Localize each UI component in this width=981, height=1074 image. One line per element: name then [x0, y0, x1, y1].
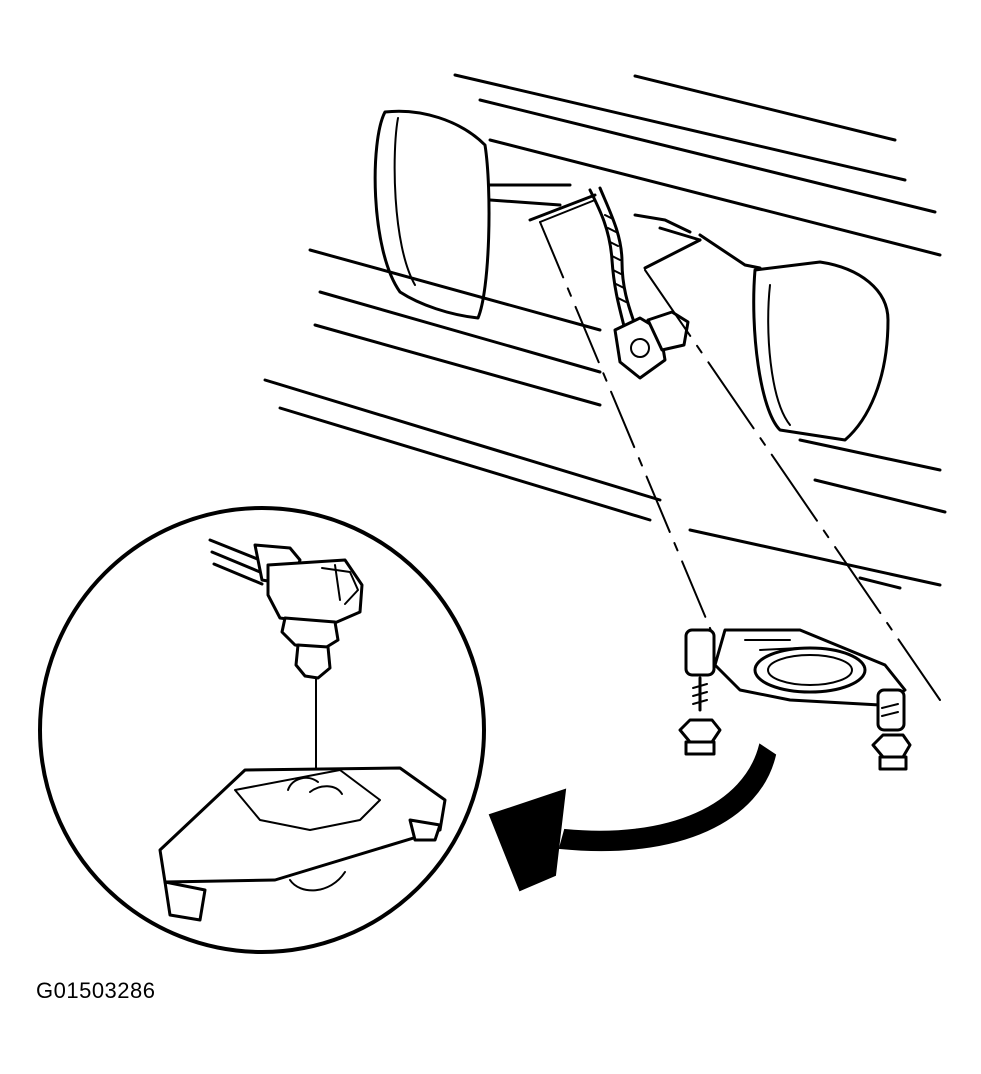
- detail-lamp-housing-icon: [158, 766, 447, 922]
- detail-view-circle: [38, 506, 486, 954]
- body-panel-lines: [263, 73, 947, 590]
- figure-reference-code: G01503286: [36, 978, 156, 1003]
- bumper-lens-left: [373, 109, 491, 320]
- mounting-screw-left-icon: [678, 628, 722, 756]
- mounting-screw-right-icon: [871, 688, 912, 771]
- curved-arrow-icon: [488, 743, 777, 892]
- wiring-harness: [588, 186, 637, 332]
- bulb-socket-icon: [613, 310, 690, 380]
- bumper-lens-right: [752, 260, 890, 442]
- lamp-recess: [488, 183, 762, 270]
- detail-connector-icon: [208, 538, 364, 796]
- exploded-view-guides: [539, 199, 941, 701]
- license-lamp-lens: [713, 628, 907, 707]
